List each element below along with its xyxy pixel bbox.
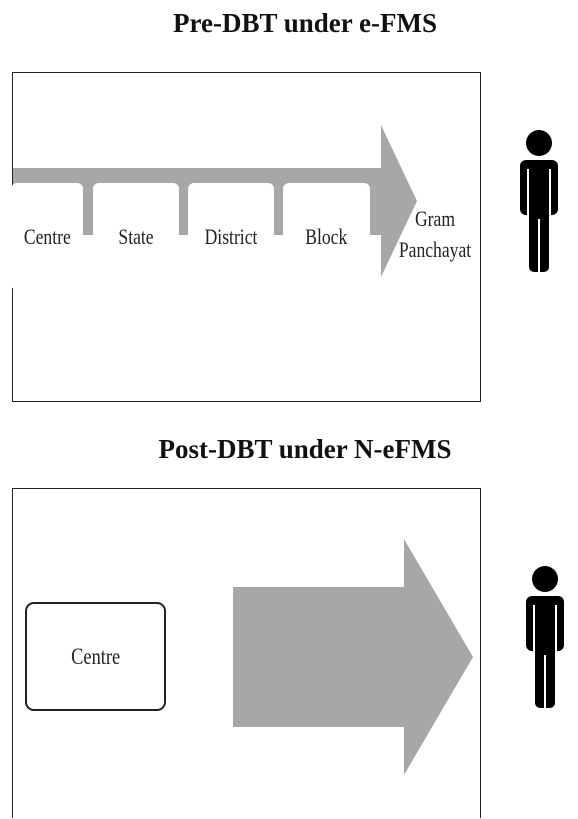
stage-centre: Centre — [11, 183, 83, 290]
gram-panchayat-line1: Gram — [414, 206, 456, 231]
post-dbt-panel: Centre — [12, 488, 481, 818]
stage-gram-panchayat: Gram Panchayat — [389, 204, 481, 266]
stage-state: State — [93, 183, 179, 290]
pre-dbt-panel: Centre State District Block Gram Panchay… — [11, 72, 481, 402]
post-dbt-title: Post-DBT under N-eFMS — [158, 434, 452, 464]
pre-dbt-title: Pre-DBT under e-FMS — [173, 8, 437, 38]
stage-block: Block — [283, 183, 370, 290]
person-icon — [520, 130, 558, 272]
stage-district: District — [188, 183, 274, 290]
post-stage-centre: Centre — [25, 602, 166, 711]
gram-panchayat-line2: Panchayat — [398, 236, 472, 262]
post-dbt-flow-arrow — [233, 539, 473, 775]
person-icon — [526, 566, 564, 708]
